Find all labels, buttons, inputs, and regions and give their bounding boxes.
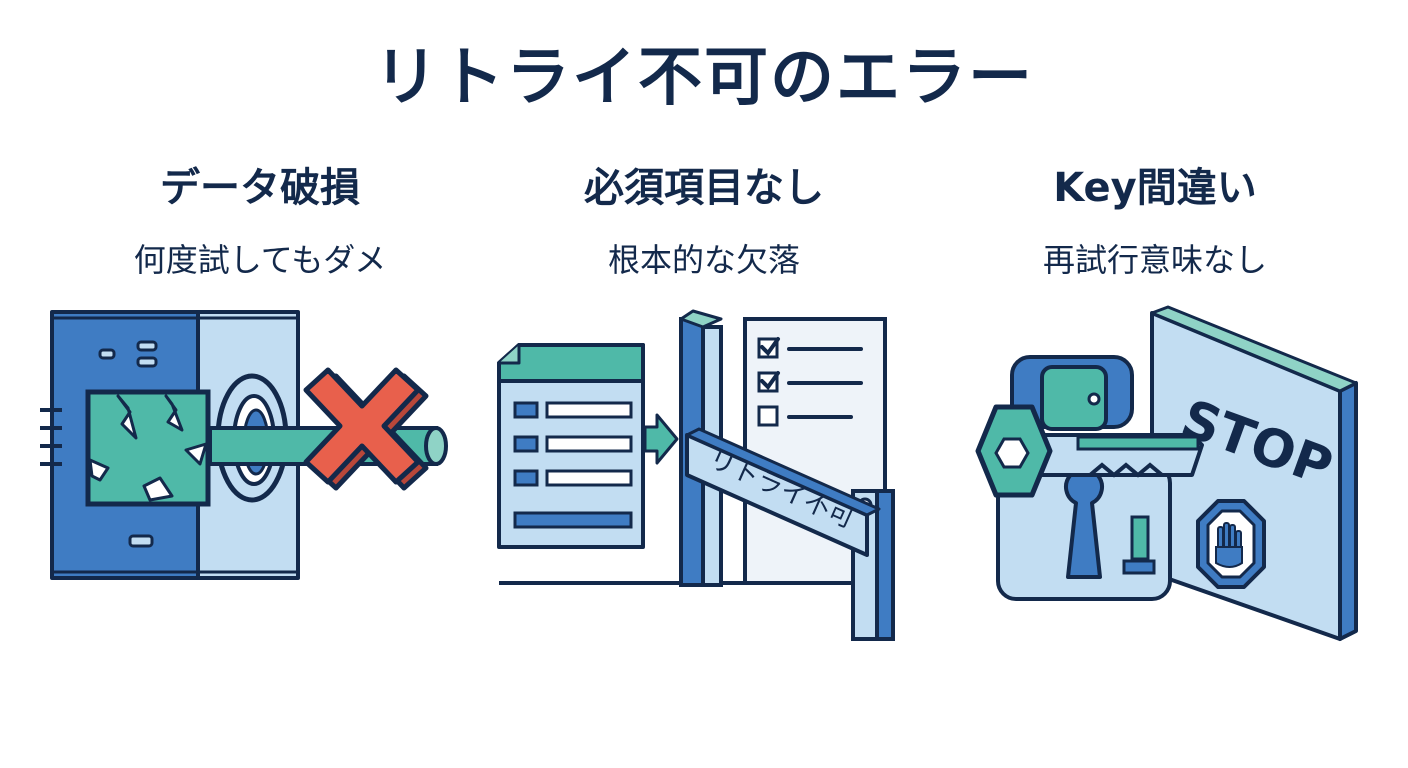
heading-wrong-key: Key間違い — [1053, 165, 1257, 211]
heading-missing-fields: 必須項目なし — [584, 165, 824, 211]
stop-hand-icon — [1215, 522, 1243, 568]
subtitle-data-corruption: 何度試してもダメ — [133, 241, 387, 279]
subtitle-wrong-key: 再試行意味なし — [1042, 241, 1267, 279]
page-title: リトライ不可のエラー — [374, 41, 1034, 115]
heading-data-corruption: データ破損 — [160, 165, 360, 211]
missing-fields-illustration: リトライ不可 — [497, 309, 895, 641]
wrong-key-illustration: STOP — [975, 305, 1358, 641]
data-corruption-illustration — [40, 310, 448, 580]
subtitle-missing-fields: 根本的な欠落 — [607, 241, 800, 279]
